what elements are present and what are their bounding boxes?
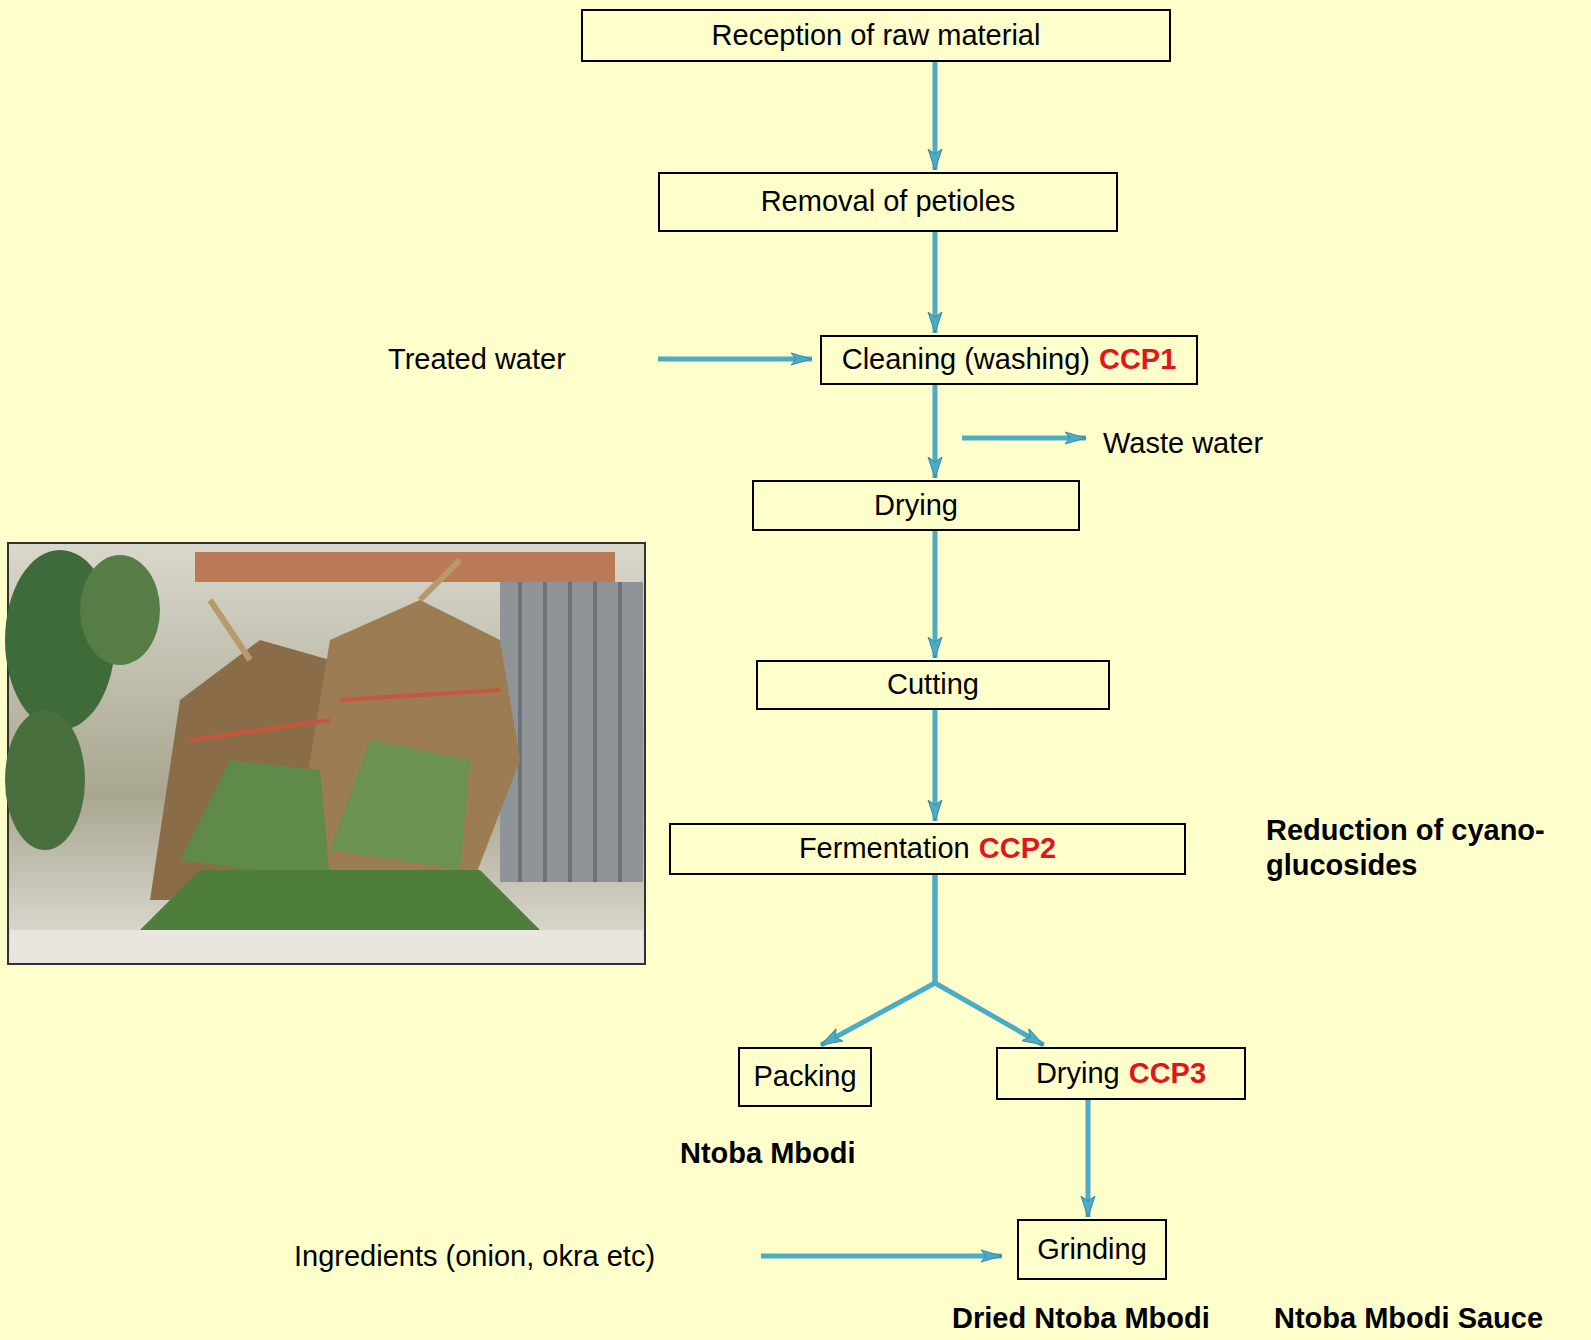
output-arrow — [962, 436, 1086, 441]
input-arrow — [761, 1254, 1002, 1259]
bundle — [150, 640, 340, 900]
wall-rib — [618, 582, 622, 882]
process-box: Drying CCP3 — [996, 1047, 1246, 1100]
leaf — [80, 555, 160, 665]
leaf — [5, 710, 85, 850]
flow-arrow — [821, 875, 935, 1045]
process-box: Reception of raw material — [581, 9, 1171, 62]
bundle-green — [180, 760, 330, 880]
annotation: Reduction of cyano-glucosides — [1266, 813, 1566, 883]
step-label: Cutting — [887, 668, 979, 701]
process-box: Cutting — [756, 660, 1110, 710]
process-box: Packing — [738, 1047, 872, 1107]
ccp-tag: CCP2 — [979, 832, 1056, 865]
box-content: Fermentation CCP2 — [799, 832, 1056, 865]
dry-leaf — [210, 600, 250, 660]
tie — [340, 690, 500, 700]
wall-sheet — [500, 582, 643, 882]
box-content: Removal of petioles — [761, 185, 1016, 218]
ccp-tag: CCP3 — [1129, 1057, 1206, 1090]
step-label: Cleaning (washing) — [842, 343, 1090, 376]
tie — [190, 720, 330, 740]
flow-arrow — [933, 62, 938, 170]
wall-rib — [518, 582, 522, 882]
annotation: Ntoba Mbodi Sauce — [1274, 1301, 1543, 1336]
process-box: Removal of petioles — [658, 172, 1118, 232]
step-label: Packing — [753, 1060, 856, 1093]
wall-rib — [568, 582, 572, 882]
dry-leaf — [420, 560, 460, 600]
box-content: Drying CCP3 — [1036, 1057, 1206, 1090]
step-label: Drying — [874, 489, 958, 522]
step-label: Fermentation — [799, 832, 970, 865]
flow-arrow — [933, 232, 938, 333]
annotation: Waste water — [1103, 426, 1263, 461]
floor — [10, 930, 643, 962]
box-content: Cleaning (washing) CCP1 — [842, 343, 1177, 376]
annotation: Dried Ntoba Mbodi — [952, 1301, 1210, 1336]
annotation: Ingredients (onion, okra etc) — [294, 1239, 655, 1274]
step-label: Removal of petioles — [761, 185, 1016, 218]
step-label: Drying — [1036, 1057, 1120, 1090]
box-content: Grinding — [1037, 1233, 1147, 1266]
process-box: Grinding — [1017, 1219, 1167, 1280]
input-arrow — [658, 357, 812, 362]
green-leaves — [5, 550, 160, 850]
corrugated-wall — [500, 582, 643, 882]
wall-rib — [593, 582, 597, 882]
process-box: Drying — [752, 480, 1080, 531]
flow-arrow — [1086, 1100, 1091, 1217]
flow-arrow — [933, 531, 938, 658]
flow-arrow — [935, 875, 1044, 1045]
step-label: Grinding — [1037, 1233, 1147, 1266]
ccp-tag: CCP1 — [1099, 343, 1176, 376]
flow-arrow — [933, 710, 938, 821]
process-box: Cleaning (washing) CCP1 — [820, 335, 1198, 385]
wall-rib — [543, 582, 547, 882]
stems — [140, 870, 540, 930]
step-label: Reception of raw material — [712, 19, 1041, 52]
flow-arrow — [933, 385, 938, 478]
box-content: Reception of raw material — [712, 19, 1041, 52]
process-box: Fermentation CCP2 — [669, 823, 1186, 875]
photo-frame — [8, 543, 645, 964]
annotation: Ntoba Mbodi — [680, 1136, 856, 1171]
wooden-plank — [195, 552, 615, 582]
box-content: Cutting — [887, 668, 979, 701]
bundle-green — [330, 740, 470, 870]
box-content: Packing — [753, 1060, 856, 1093]
box-content: Drying — [874, 489, 958, 522]
annotation: Treated water — [388, 342, 566, 377]
leaf-bundles — [140, 560, 540, 930]
